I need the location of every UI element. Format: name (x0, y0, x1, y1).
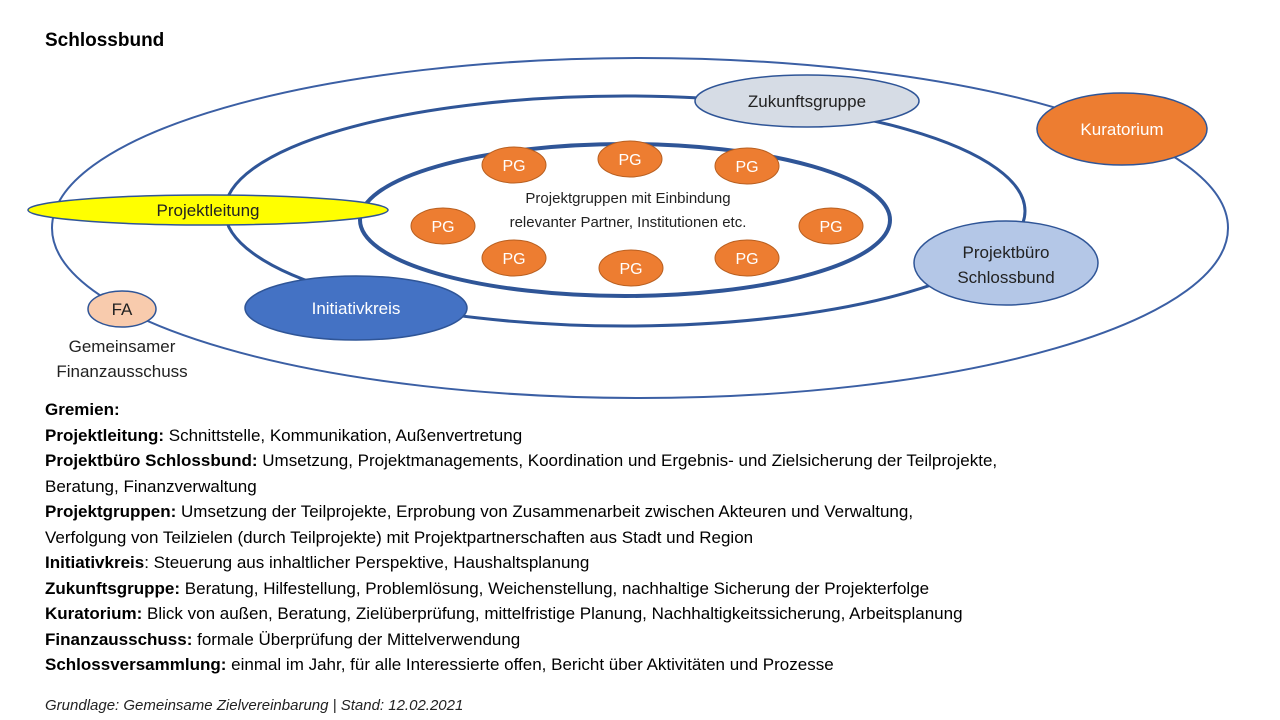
legend-row-projektbuero-cont: Beratung, Finanzverwaltung (45, 476, 257, 496)
pg-node[interactable]: PG (481, 146, 547, 184)
pg-ellipse (798, 207, 864, 245)
pg-ellipse (714, 147, 780, 185)
pg-label: PG (735, 159, 758, 176)
legend-text: Umsetzung, Projektmanagements, Koordinat… (257, 451, 998, 470)
pg-node[interactable]: PG (714, 239, 780, 277)
projektbuero-ellipse (913, 220, 1099, 306)
projektbuero-label-line2: Schlossbund (957, 268, 1054, 287)
pg-ellipse (410, 207, 476, 245)
legend-term: Finanzausschuss: (45, 629, 193, 649)
legend-term: Projektbüro Schlossbund: (45, 451, 258, 470)
pg-ellipse (481, 146, 547, 184)
legend-text: Umsetzung der Teilprojekte, Erprobung vo… (176, 502, 914, 521)
pg-node[interactable]: PG (597, 140, 663, 178)
legend-row-projektgruppen-cont: Verfolgung von Teilzielen (durch Teilpro… (45, 527, 754, 547)
legend-heading: Gremien: (45, 400, 120, 419)
legend-row-zukunftsgruppe: Zukunftsgruppe: Beratung, Hilfestellung,… (45, 576, 1245, 602)
outer-ring-schlossversammlung (51, 57, 1229, 399)
center-label-line1: Projektgruppen mit Einbindung (525, 190, 730, 207)
pg-ellipse (597, 140, 663, 178)
legend-text: Beratung, Hilfestellung, Problemlösung, … (180, 578, 930, 598)
legend-text: : Steuerung aus inhaltlicher Perspektive… (144, 553, 590, 572)
pg-ellipse (481, 239, 547, 277)
pg-node[interactable]: PG (598, 249, 664, 287)
zukunftsgruppe-label: Zukunftsgruppe (748, 92, 866, 111)
pg-label: PG (619, 261, 642, 278)
legend-term: Zukunftsgruppe: (45, 578, 181, 598)
kuratorium-node[interactable]: Kuratorium (1036, 92, 1208, 166)
kuratorium-label: Kuratorium (1080, 120, 1163, 139)
pg-label: PG (502, 251, 525, 268)
page-title: Schlossbund (45, 30, 165, 51)
legend-text: einmal im Jahr, für alle Interessierte o… (226, 655, 834, 674)
legend-row-schlossversammlung: Schlossversammlung: einmal im Jahr, für … (45, 652, 1245, 678)
legend-row-initiativkreis: Initiativkreis: Steuerung aus inhaltlich… (45, 550, 1245, 576)
legend-text: Blick von außen, Beratung, Zielüberprüfu… (142, 604, 963, 623)
legend-term: Projektleitung: (45, 425, 165, 445)
legend-text: Schnittstelle, Kommunikation, Außenvertr… (164, 425, 523, 445)
pg-node[interactable]: PG (714, 147, 780, 185)
pg-label: PG (431, 219, 454, 236)
legend-term: Kuratorium: (45, 604, 143, 623)
projektleitung-label: Projektleitung (156, 201, 259, 220)
projektbuero-label-line1: Projektbüro (963, 243, 1050, 262)
legend-row-kuratorium: Kuratorium: Blick von außen, Beratung, Z… (45, 601, 1245, 627)
projektleitung-ellipse (27, 194, 389, 226)
legend-row-projektleitung: Projektleitung: Schnittstelle, Kommunika… (45, 423, 1245, 449)
schlossbund-diagram: Zukunftsgruppe Kuratorium Projektleitung… (27, 57, 1229, 399)
pg-label: PG (502, 158, 525, 175)
fa-label: FA (112, 300, 133, 319)
pg-ellipse (714, 239, 780, 277)
pg-label: PG (618, 152, 641, 169)
pg-ellipse (598, 249, 664, 287)
fa-node[interactable]: FA (87, 290, 157, 328)
legend-term: Schlossversammlung: (45, 655, 227, 674)
legend-term: Initiativkreis (45, 553, 145, 572)
pg-node[interactable]: PG (410, 207, 476, 245)
pg-node[interactable]: PG (481, 239, 547, 277)
initiativkreis-node[interactable]: Initiativkreis (244, 275, 468, 341)
legend-text: formale Überprüfung der Mittelverwendung (192, 629, 521, 649)
fa-ellipse (87, 290, 157, 328)
pg-label: PG (735, 251, 758, 268)
zukunftsgruppe-ellipse (694, 74, 920, 128)
legend-term: Projektgruppen: (45, 502, 177, 521)
zukunftsgruppe-node[interactable]: Zukunftsgruppe (694, 74, 920, 128)
pg-label: PG (819, 219, 842, 236)
pg-node[interactable]: PG (798, 207, 864, 245)
fa-caption-line2: Finanzausschuss (56, 362, 187, 381)
gremien-legend: Gremien: Projektleitung: Schnittstelle, … (45, 397, 1245, 678)
footer-note: Grundlage: Gemeinsame Zielvereinbarung |… (45, 697, 464, 714)
fa-caption-line1: Gemeinsamer (69, 337, 176, 356)
projektleitung-node[interactable]: Projektleitung (27, 194, 389, 226)
initiativkreis-label: Initiativkreis (312, 299, 401, 318)
projektbuero-node[interactable]: Projektbüro Schlossbund (913, 220, 1099, 306)
legend-row-projektbuero: Projektbüro Schlossbund: Umsetzung, Proj… (45, 448, 1245, 474)
center-label-line2: relevanter Partner, Institutionen etc. (510, 214, 747, 231)
legend-row-projektgruppen: Projektgruppen: Umsetzung der Teilprojek… (45, 499, 1245, 525)
legend-row-finanzausschuss: Finanzausschuss: formale Überprüfung der… (45, 627, 1245, 653)
initiativkreis-ellipse (244, 275, 468, 341)
kuratorium-ellipse (1036, 92, 1208, 166)
